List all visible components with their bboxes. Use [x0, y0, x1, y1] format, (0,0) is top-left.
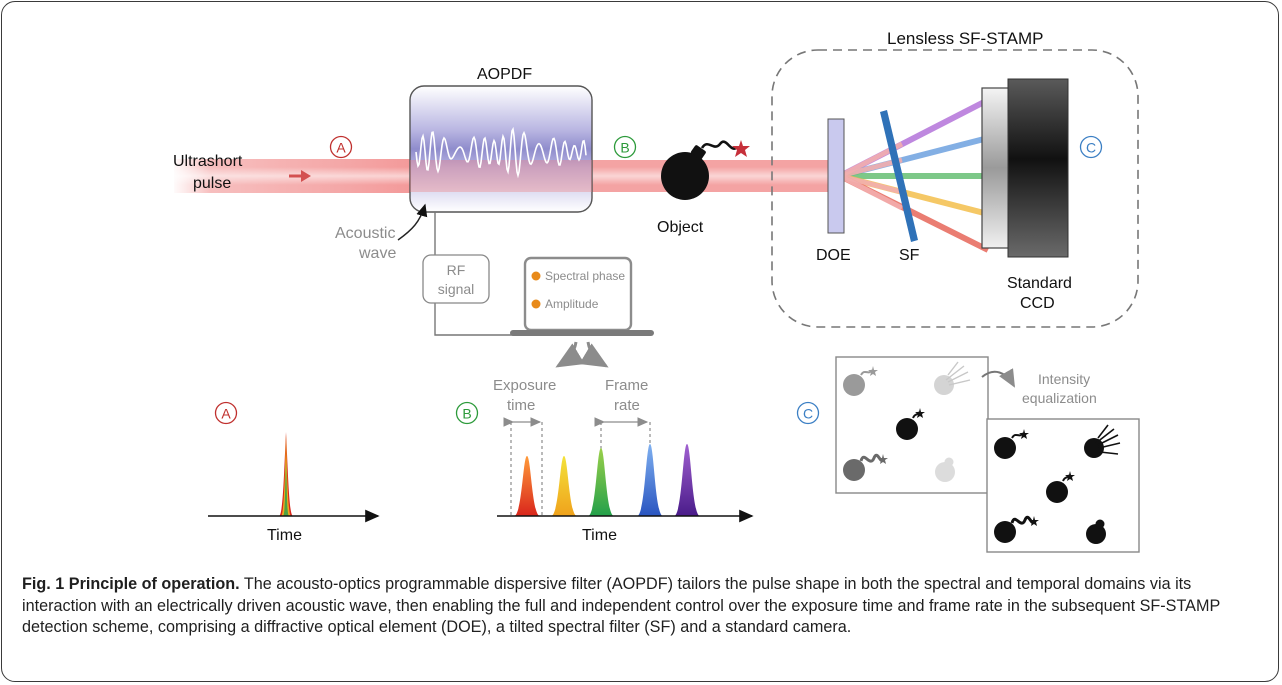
exposure-bracket — [503, 417, 543, 516]
svg-text:B: B — [462, 406, 471, 422]
sf-filter — [880, 110, 918, 242]
ccd-camera-body — [1007, 78, 1069, 258]
frame-label-line2: rate — [614, 397, 640, 414]
ccd-sensor-plate — [981, 87, 1013, 249]
diffracted-beams — [838, 97, 990, 253]
raw-bomb-1-icon — [843, 366, 878, 396]
laptop-icon — [510, 256, 654, 336]
time-label-left: Time — [267, 527, 302, 544]
acoustic-wave-trace — [415, 126, 587, 179]
raw-bomb-exploding-icon — [934, 361, 971, 395]
time-label-mid: Time — [582, 527, 617, 544]
rf-label-line2: signal — [438, 281, 475, 297]
ultrashort-label-line1: Ultrashort — [173, 153, 243, 170]
figure-caption: Fig. 1 Principle of operation. The acous… — [22, 574, 1264, 639]
standard-label-line1: Standard — [1007, 275, 1072, 292]
doe-element — [827, 118, 845, 234]
single-pulse — [279, 432, 293, 516]
raw-bomb-3-icon — [843, 453, 888, 481]
svg-text:C: C — [803, 406, 813, 422]
svg-text:A: A — [336, 140, 346, 156]
raw-bomb-4-icon — [935, 457, 955, 482]
rf-signal-box — [422, 254, 490, 304]
frame-label-line1: Frame — [605, 377, 648, 394]
marker-c-top: C — [1079, 135, 1103, 159]
svg-text:A: A — [221, 406, 231, 422]
exposure-label-line1: Exposure — [493, 377, 556, 394]
acoustic-pointer-arrow — [397, 203, 428, 241]
lensless-enclosure — [771, 49, 1139, 328]
caption-title: Fig. 1 Principle of operation. — [22, 575, 240, 593]
frame-pointer-arrow — [579, 341, 609, 368]
pulse-yellow — [551, 456, 577, 516]
ultrashort-label-line2: pulse — [193, 175, 231, 192]
acoustic-label-line2: wave — [358, 245, 396, 262]
pulse-red — [514, 456, 540, 516]
exposure-label-line2: time — [507, 397, 535, 414]
equalization-arrow — [981, 368, 1015, 388]
eq-bomb-3-icon — [994, 515, 1039, 543]
lensless-label: Lensless SF-STAMP — [887, 29, 1044, 48]
object-bomb-icon — [661, 140, 750, 200]
raw-bomb-center-icon — [896, 408, 925, 440]
principle-diagram: AOPDF Acoustic wave Ultrashort pulse A B… — [173, 29, 1140, 553]
pulse-green — [588, 448, 614, 516]
svg-text:C: C — [1086, 140, 1096, 156]
sf-label: SF — [899, 247, 920, 264]
eq-bomb-1-icon — [994, 429, 1029, 459]
spectral-phase-dot — [531, 271, 541, 281]
caption-text: The acousto-optics programmable dispersi… — [22, 575, 1220, 636]
pulse-purple — [674, 444, 700, 516]
svg-text:B: B — [620, 140, 629, 156]
middle-beam-core — [590, 167, 840, 185]
doe-label: DOE — [816, 247, 851, 264]
rf-label-line1: RF — [447, 262, 466, 278]
marker-a-top: A — [329, 135, 353, 159]
pulse-blue — [637, 444, 663, 516]
eq-bomb-4-icon — [1086, 519, 1106, 544]
amplitude-dot — [531, 299, 541, 309]
acoustic-label-line1: Acoustic — [335, 225, 395, 242]
amplitude-label: Amplitude — [545, 297, 599, 311]
spectral-phase-label: Spectral phase — [545, 269, 625, 283]
object-label: Object — [657, 219, 704, 236]
exposure-pointer-arrow — [555, 341, 585, 368]
eq-bomb-center-icon — [1046, 471, 1075, 503]
marker-b-bottom: B — [455, 401, 479, 425]
aopdf-label: AOPDF — [477, 66, 532, 83]
marker-c-bottom: C — [796, 401, 820, 425]
intensity-label-line2: equalization — [1022, 390, 1097, 406]
marker-b-top: B — [613, 135, 637, 159]
standard-label-line2: CCD — [1020, 295, 1055, 312]
rf-connector-line — [434, 212, 530, 336]
eq-bomb-exploding-icon — [1084, 424, 1121, 458]
marker-a-bottom: A — [214, 401, 238, 425]
intensity-label-line1: Intensity — [1038, 371, 1090, 387]
